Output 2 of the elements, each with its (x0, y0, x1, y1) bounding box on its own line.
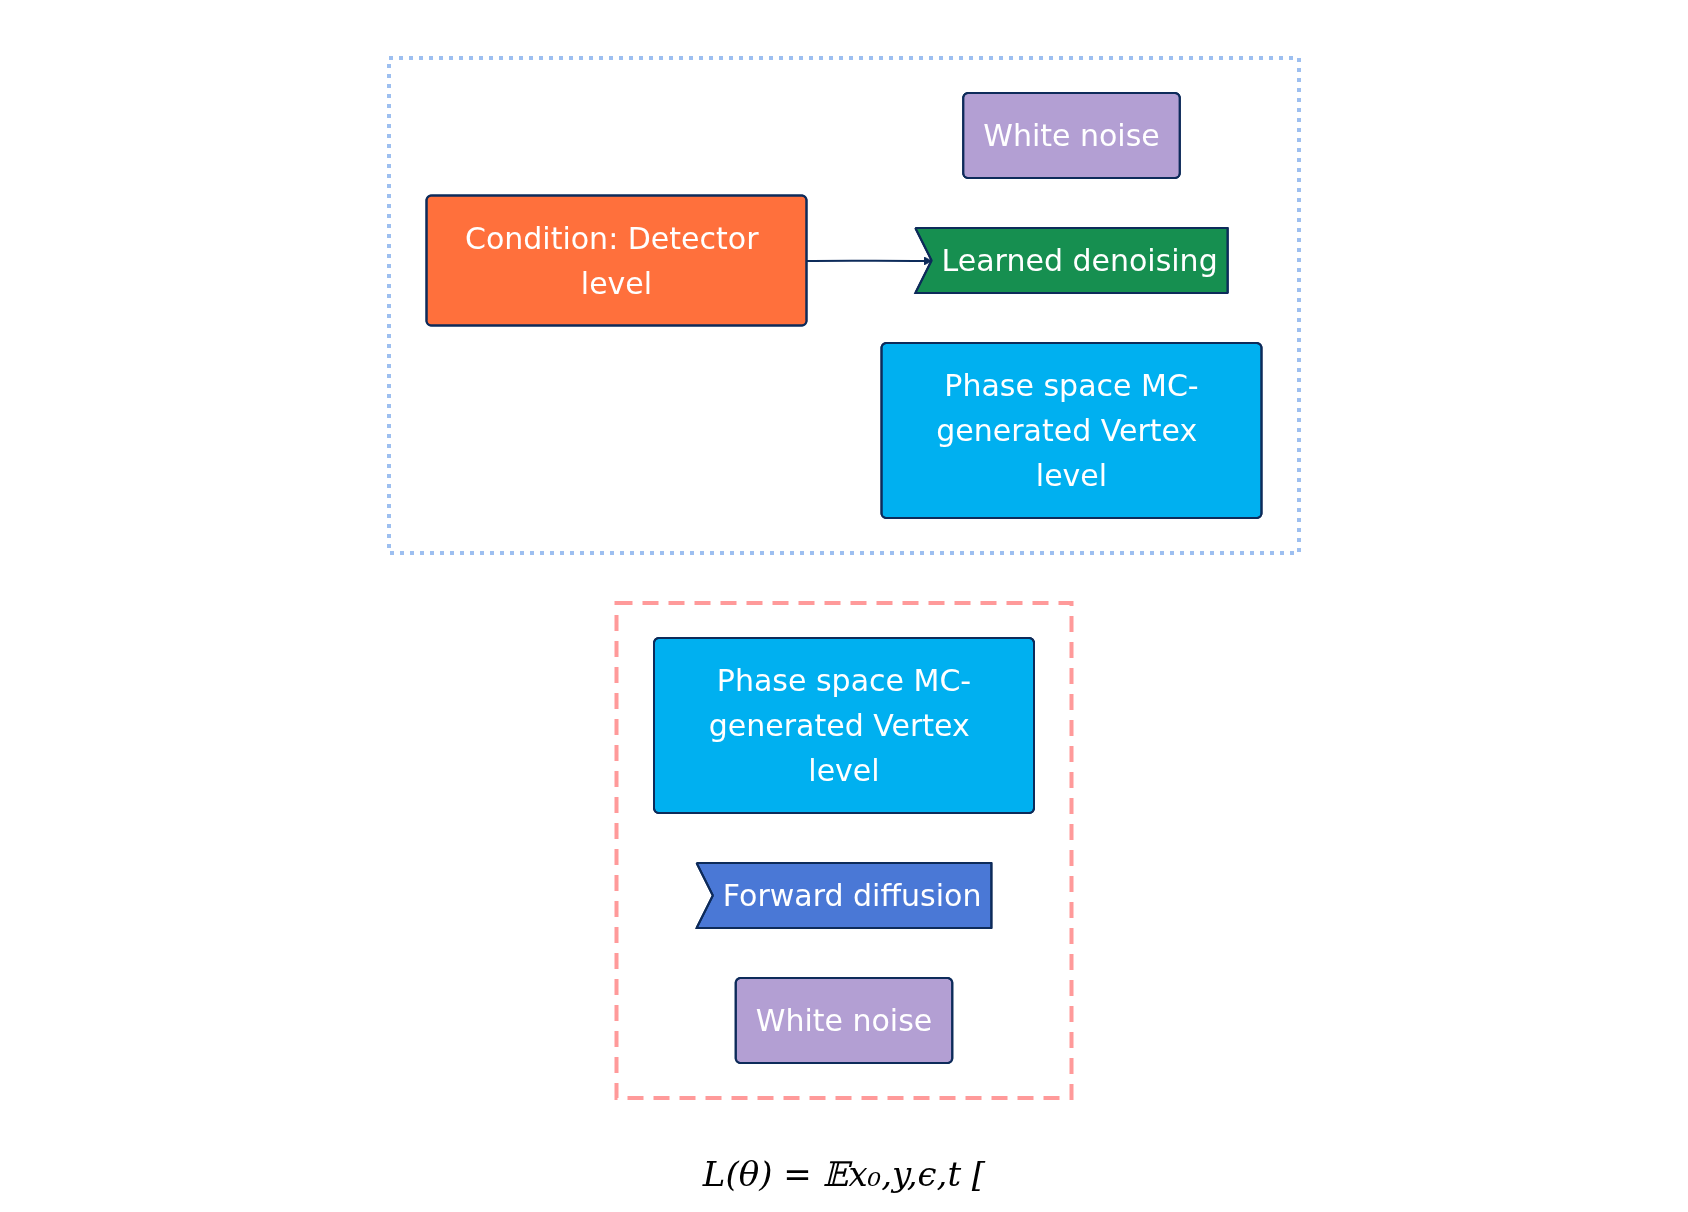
cluster (614, 601, 1074, 1100)
formula: L(θ) = 𝔼x₀,y,ϵ,t [ (702, 1154, 986, 1194)
